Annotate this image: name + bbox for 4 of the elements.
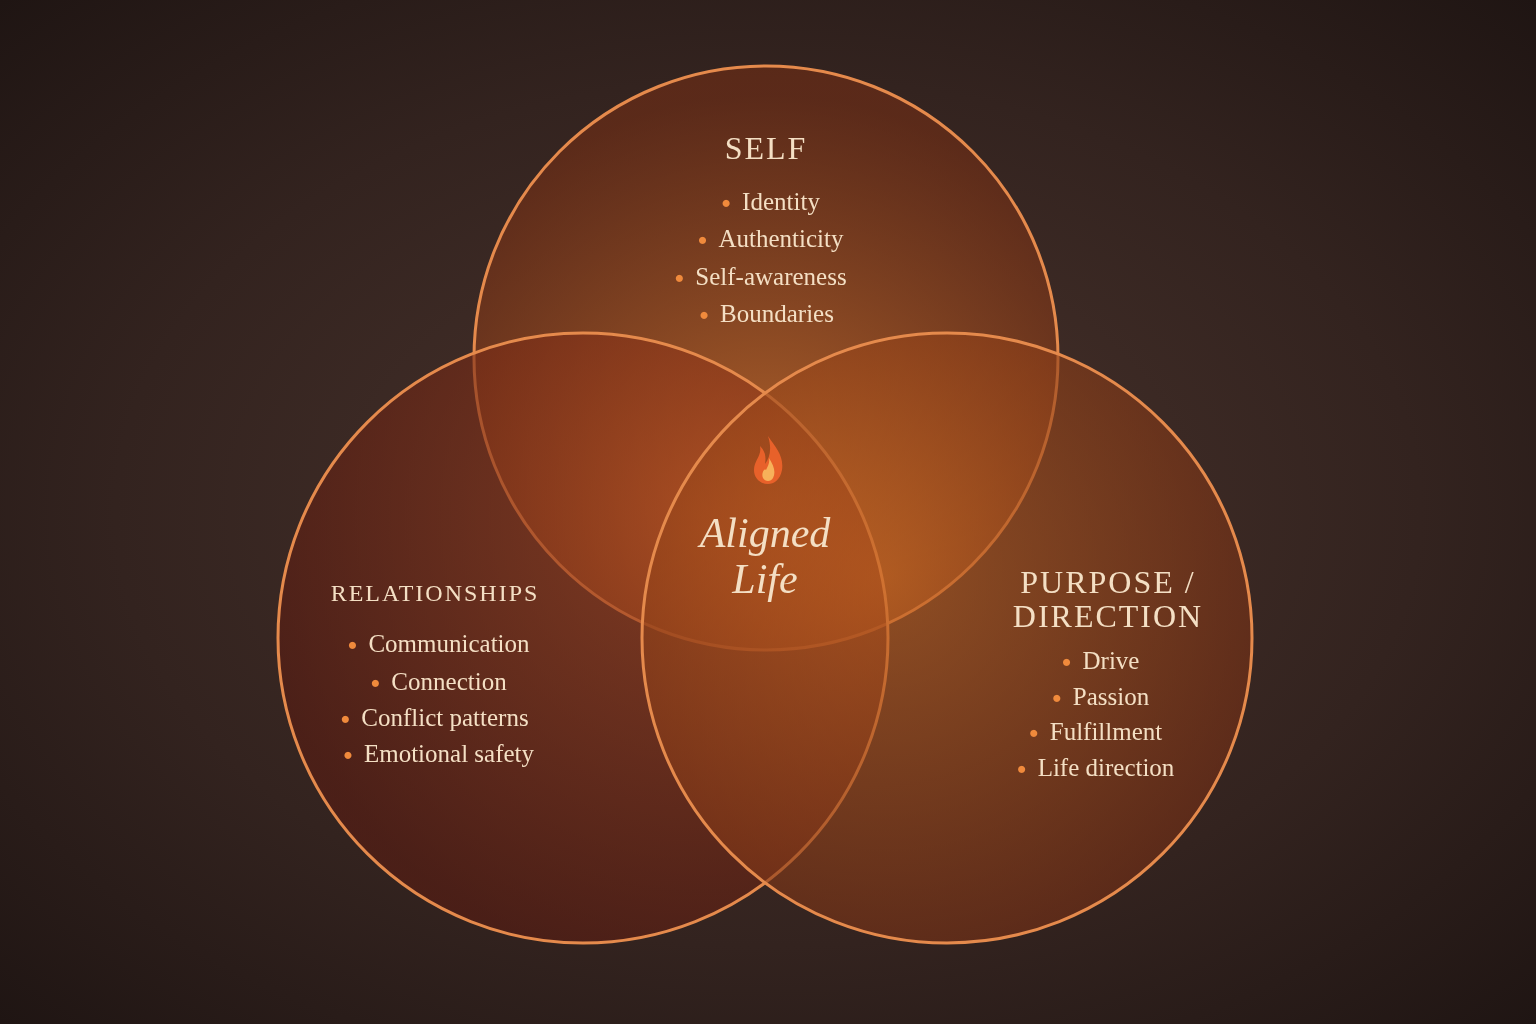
circle-heading: PURPOSE / DIRECTION	[1011, 566, 1205, 634]
center-label: Aligned Life	[696, 510, 832, 603]
circle-heading: SELF	[724, 130, 808, 167]
circle-heading: RELATIONSHIPS	[330, 580, 540, 607]
